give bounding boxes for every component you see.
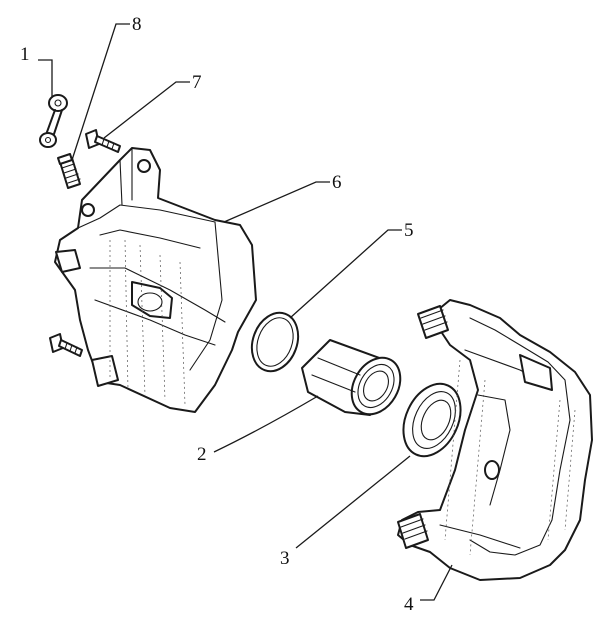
callout-4: 4	[404, 594, 414, 615]
leader-1	[38, 59, 53, 98]
part-7-guide-bolt-upper	[85, 129, 121, 153]
leader-5	[289, 229, 402, 319]
leader-7	[103, 81, 190, 139]
callout-6: 6	[332, 172, 342, 193]
callout-5: 5	[404, 220, 414, 241]
leader-2	[213, 395, 319, 453]
part-8-bleed-screw	[57, 153, 81, 189]
leader-4	[420, 564, 453, 601]
guide-bolt-lower	[49, 333, 83, 357]
part-5-seal-ring	[250, 311, 300, 373]
leader-6	[223, 181, 330, 223]
callout-7: 7	[192, 72, 202, 93]
callout-1: 1	[20, 44, 30, 65]
leader-8	[71, 23, 130, 161]
leader-lines	[38, 23, 453, 601]
part-6-caliper-body	[54, 147, 257, 413]
callout-3: 3	[280, 548, 290, 569]
part-4-caliper-bracket	[397, 299, 593, 581]
callout-8: 8	[132, 14, 142, 35]
part-1-bleed-cap	[39, 94, 68, 148]
callout-2: 2	[197, 444, 207, 465]
leader-3	[295, 455, 411, 549]
part-3-dust-boot	[402, 382, 462, 458]
part-2-piston	[301, 339, 402, 416]
